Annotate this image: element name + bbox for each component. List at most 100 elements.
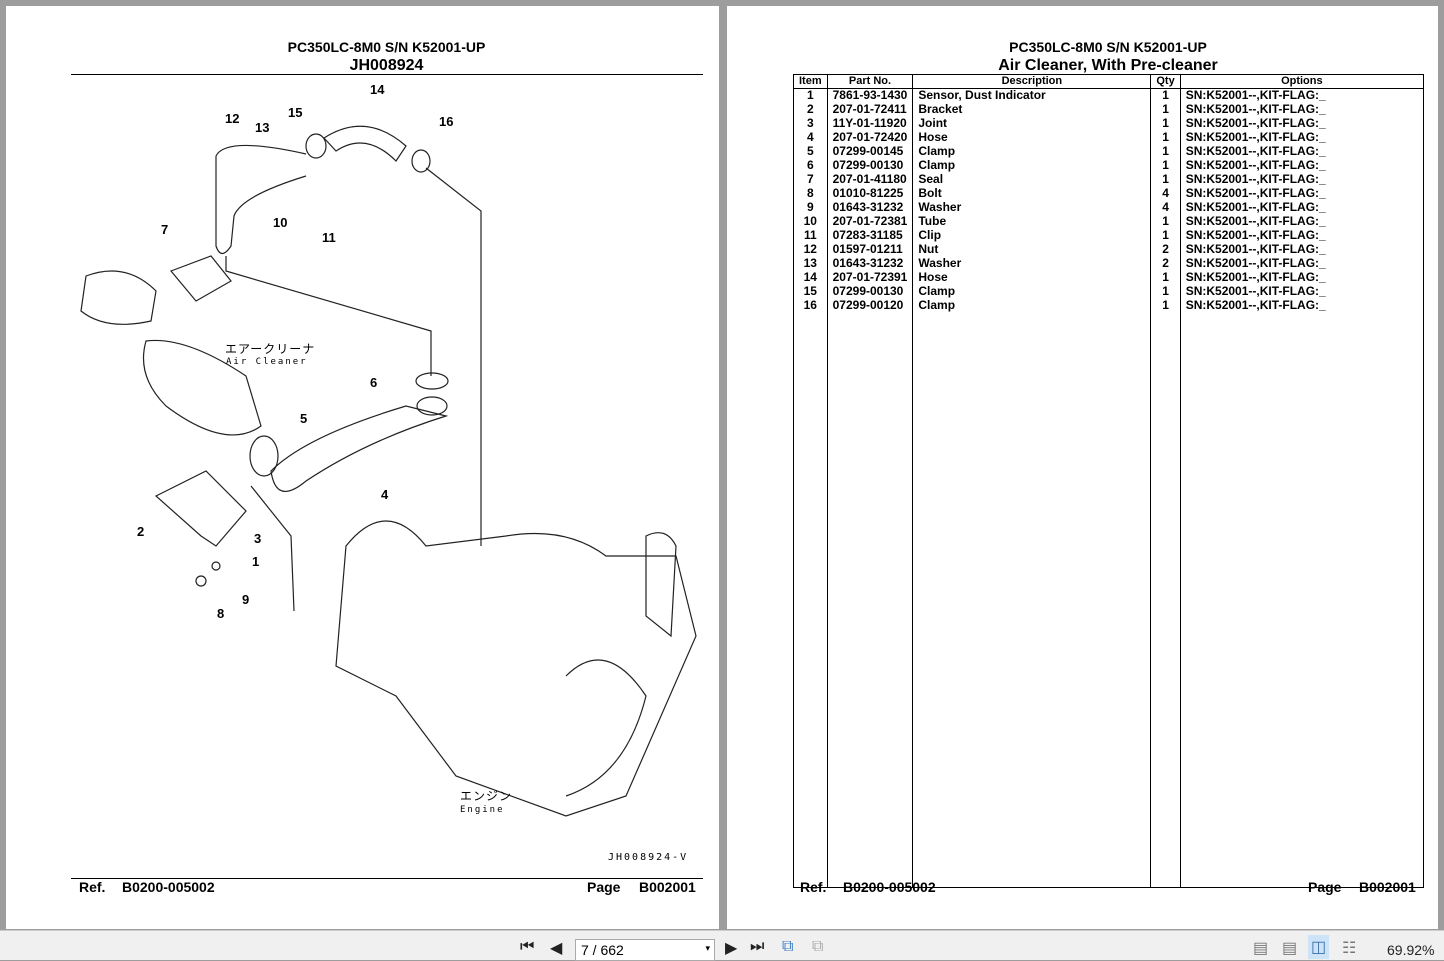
continuous-view-icon[interactable]: ▤ <box>1282 940 1298 957</box>
cell-options: SN:K52001--,KIT-FLAG:_ <box>1179 186 1425 201</box>
cell-options: SN:K52001--,KIT-FLAG:_ <box>1179 298 1425 313</box>
right-page: PC350LC-8M0 S/N K52001-UP Air Cleaner, W… <box>727 6 1438 929</box>
go-forward-icon[interactable]: ⧉ <box>812 938 824 955</box>
cell-description: Joint <box>912 116 1152 131</box>
col-options: Options <box>1179 74 1425 89</box>
cell-options: SN:K52001--,KIT-FLAG:_ <box>1179 284 1425 299</box>
cell-item: 7 <box>793 172 828 187</box>
cell-qty: 1 <box>1150 214 1181 229</box>
cell-qty: 2 <box>1150 242 1181 257</box>
air-cleaner-label-en: Air Cleaner <box>226 357 308 367</box>
go-back-icon[interactable]: ⧉ <box>782 938 794 955</box>
cell-qty: 1 <box>1150 144 1181 159</box>
cell-part-no: 07283-31185 <box>826 228 914 243</box>
two-page-view-icon[interactable]: ◫ <box>1308 935 1330 959</box>
left-page: PC350LC-8M0 S/N K52001-UP JH008924 12 13… <box>6 6 719 929</box>
cell-options: SN:K52001--,KIT-FLAG:_ <box>1179 270 1425 285</box>
empty-cell <box>1150 312 1181 888</box>
cell-part-no: 01643-31232 <box>826 200 914 215</box>
empty-cell <box>793 312 828 888</box>
cell-item: 3 <box>793 116 828 131</box>
parts-diagram <box>80 125 697 817</box>
callout-10: 10 <box>273 215 288 230</box>
cell-options: SN:K52001--,KIT-FLAG:_ <box>1179 214 1425 229</box>
first-page-button[interactable]: ⏮ <box>520 938 535 955</box>
cell-qty: 4 <box>1150 200 1181 215</box>
cell-options: SN:K52001--,KIT-FLAG:_ <box>1179 200 1425 215</box>
page-number-value: 7 / 662 <box>581 942 624 958</box>
col-item: Item <box>793 74 828 89</box>
ref-label: Ref. <box>79 879 106 895</box>
cell-description: Bolt <box>912 186 1152 201</box>
callout-12: 12 <box>225 111 240 126</box>
ref-value: B0200-005002 <box>122 879 215 895</box>
engine-label-en: Engine <box>460 805 505 815</box>
cell-description: Clamp <box>912 298 1152 313</box>
cell-qty: 1 <box>1150 158 1181 173</box>
callout-1: 1 <box>252 554 260 569</box>
cell-part-no: 207-01-72391 <box>826 270 914 285</box>
cell-part-no: 07299-00130 <box>826 284 914 299</box>
drawing-code: JH008924-V <box>608 852 689 863</box>
cell-description: Clamp <box>912 284 1152 299</box>
col-description: Description <box>912 74 1152 89</box>
callout-15: 15 <box>288 105 303 120</box>
cell-qty: 1 <box>1150 270 1181 285</box>
footer-divider <box>71 878 703 879</box>
page-number-input[interactable]: 7 / 662 ▾ <box>575 939 715 961</box>
cell-description: Bracket <box>912 102 1152 117</box>
cell-qty: 1 <box>1150 228 1181 243</box>
ref-label: Ref. <box>800 879 827 895</box>
page-subtitle: Air Cleaner, With Pre-cleaner <box>998 57 1218 74</box>
cell-options: SN:K52001--,KIT-FLAG:_ <box>1179 130 1425 145</box>
callout-2: 2 <box>137 524 145 539</box>
cell-item: 1 <box>793 88 828 103</box>
table-filler <box>793 312 1425 888</box>
cell-item: 16 <box>793 298 828 313</box>
two-page-continuous-view-icon[interactable]: ☷ <box>1342 940 1357 957</box>
next-page-button[interactable]: ▶ <box>725 940 738 957</box>
callout-11: 11 <box>322 230 336 245</box>
cell-options: SN:K52001--,KIT-FLAG:_ <box>1179 242 1425 257</box>
empty-cell <box>826 312 914 888</box>
cell-qty: 1 <box>1150 88 1181 103</box>
chevron-down-icon[interactable]: ▾ <box>705 943 710 953</box>
cell-description: Washer <box>912 256 1152 271</box>
cell-item: 4 <box>793 130 828 145</box>
cell-description: Sensor, Dust Indicator <box>912 88 1152 103</box>
zoom-level[interactable]: 69.92% <box>1387 942 1435 958</box>
cell-item: 15 <box>793 284 828 299</box>
callout-7: 7 <box>161 222 169 237</box>
callout-4: 4 <box>381 487 389 502</box>
page-value: B002001 <box>1359 879 1416 895</box>
callout-14: 14 <box>370 82 385 97</box>
page-title: PC350LC-8M0 S/N K52001-UP <box>1009 39 1207 55</box>
cell-item: 13 <box>793 256 828 271</box>
cell-item: 12 <box>793 242 828 257</box>
empty-cell <box>1179 312 1425 888</box>
cell-part-no: 07299-00130 <box>826 158 914 173</box>
callout-9: 9 <box>242 592 250 607</box>
cell-options: SN:K52001--,KIT-FLAG:_ <box>1179 102 1425 117</box>
cell-part-no: 07299-00120 <box>826 298 914 313</box>
previous-page-button[interactable]: ◀ <box>550 940 563 957</box>
empty-cell <box>912 312 1152 888</box>
single-page-view-icon[interactable]: ▤ <box>1253 940 1269 957</box>
last-page-button[interactable]: ⏭ <box>750 938 765 955</box>
air-cleaner-label-jp: エアークリーナ <box>225 342 316 356</box>
cell-item: 9 <box>793 200 828 215</box>
cell-description: Clip <box>912 228 1152 243</box>
page-value: B002001 <box>639 879 696 895</box>
cell-part-no: 07299-00145 <box>826 144 914 159</box>
cell-options: SN:K52001--,KIT-FLAG:_ <box>1179 172 1425 187</box>
cell-part-no: 01597-01211 <box>826 242 914 257</box>
